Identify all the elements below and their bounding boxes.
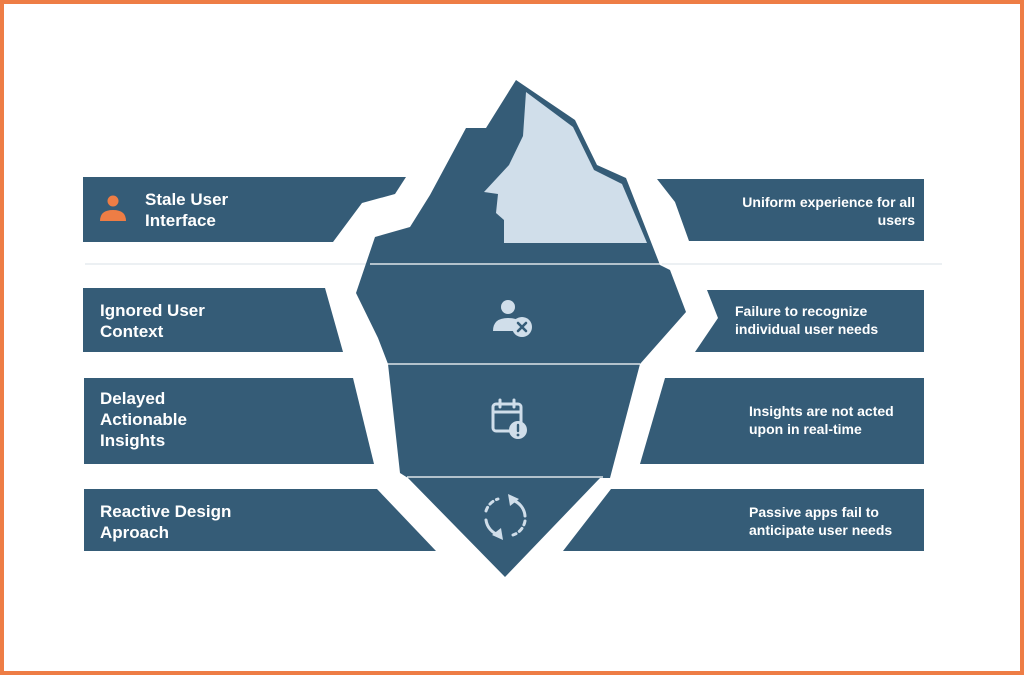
right-banner-3 — [640, 378, 924, 464]
left-label-stale-user-interface: Stale User Interface — [145, 190, 229, 230]
right-label-insights-not-acted: Insights are not acted upon in real-time — [749, 403, 894, 437]
left-banner-4 — [84, 489, 436, 551]
right-banner-2 — [695, 290, 924, 352]
left-label-ignored-user-context: Ignored User Context — [100, 301, 205, 341]
left-label-reactive-design-aproach: Reactive Design Aproach — [100, 502, 232, 542]
refresh-icon — [484, 494, 527, 540]
right-label-uniform-experience: Uniform experience for all users — [742, 194, 915, 228]
right-label-passive-apps: Passive apps fail to anticipate user nee… — [749, 504, 893, 538]
iceberg-tip — [484, 92, 647, 243]
right-banner-1 — [657, 179, 924, 241]
left-banner-1 — [83, 177, 406, 242]
right-banner-4 — [563, 489, 924, 551]
left-label-delayed-actionable-insights: Delayed Actionable Insights — [100, 389, 187, 450]
calendar-alert-icon — [491, 398, 527, 439]
user-icon — [100, 195, 126, 221]
left-banner-2 — [83, 288, 343, 352]
user-remove-icon — [493, 300, 532, 337]
right-label-failure-to-recognize: Failure to recognize individual user nee… — [735, 303, 879, 337]
left-banner-3 — [84, 378, 374, 464]
